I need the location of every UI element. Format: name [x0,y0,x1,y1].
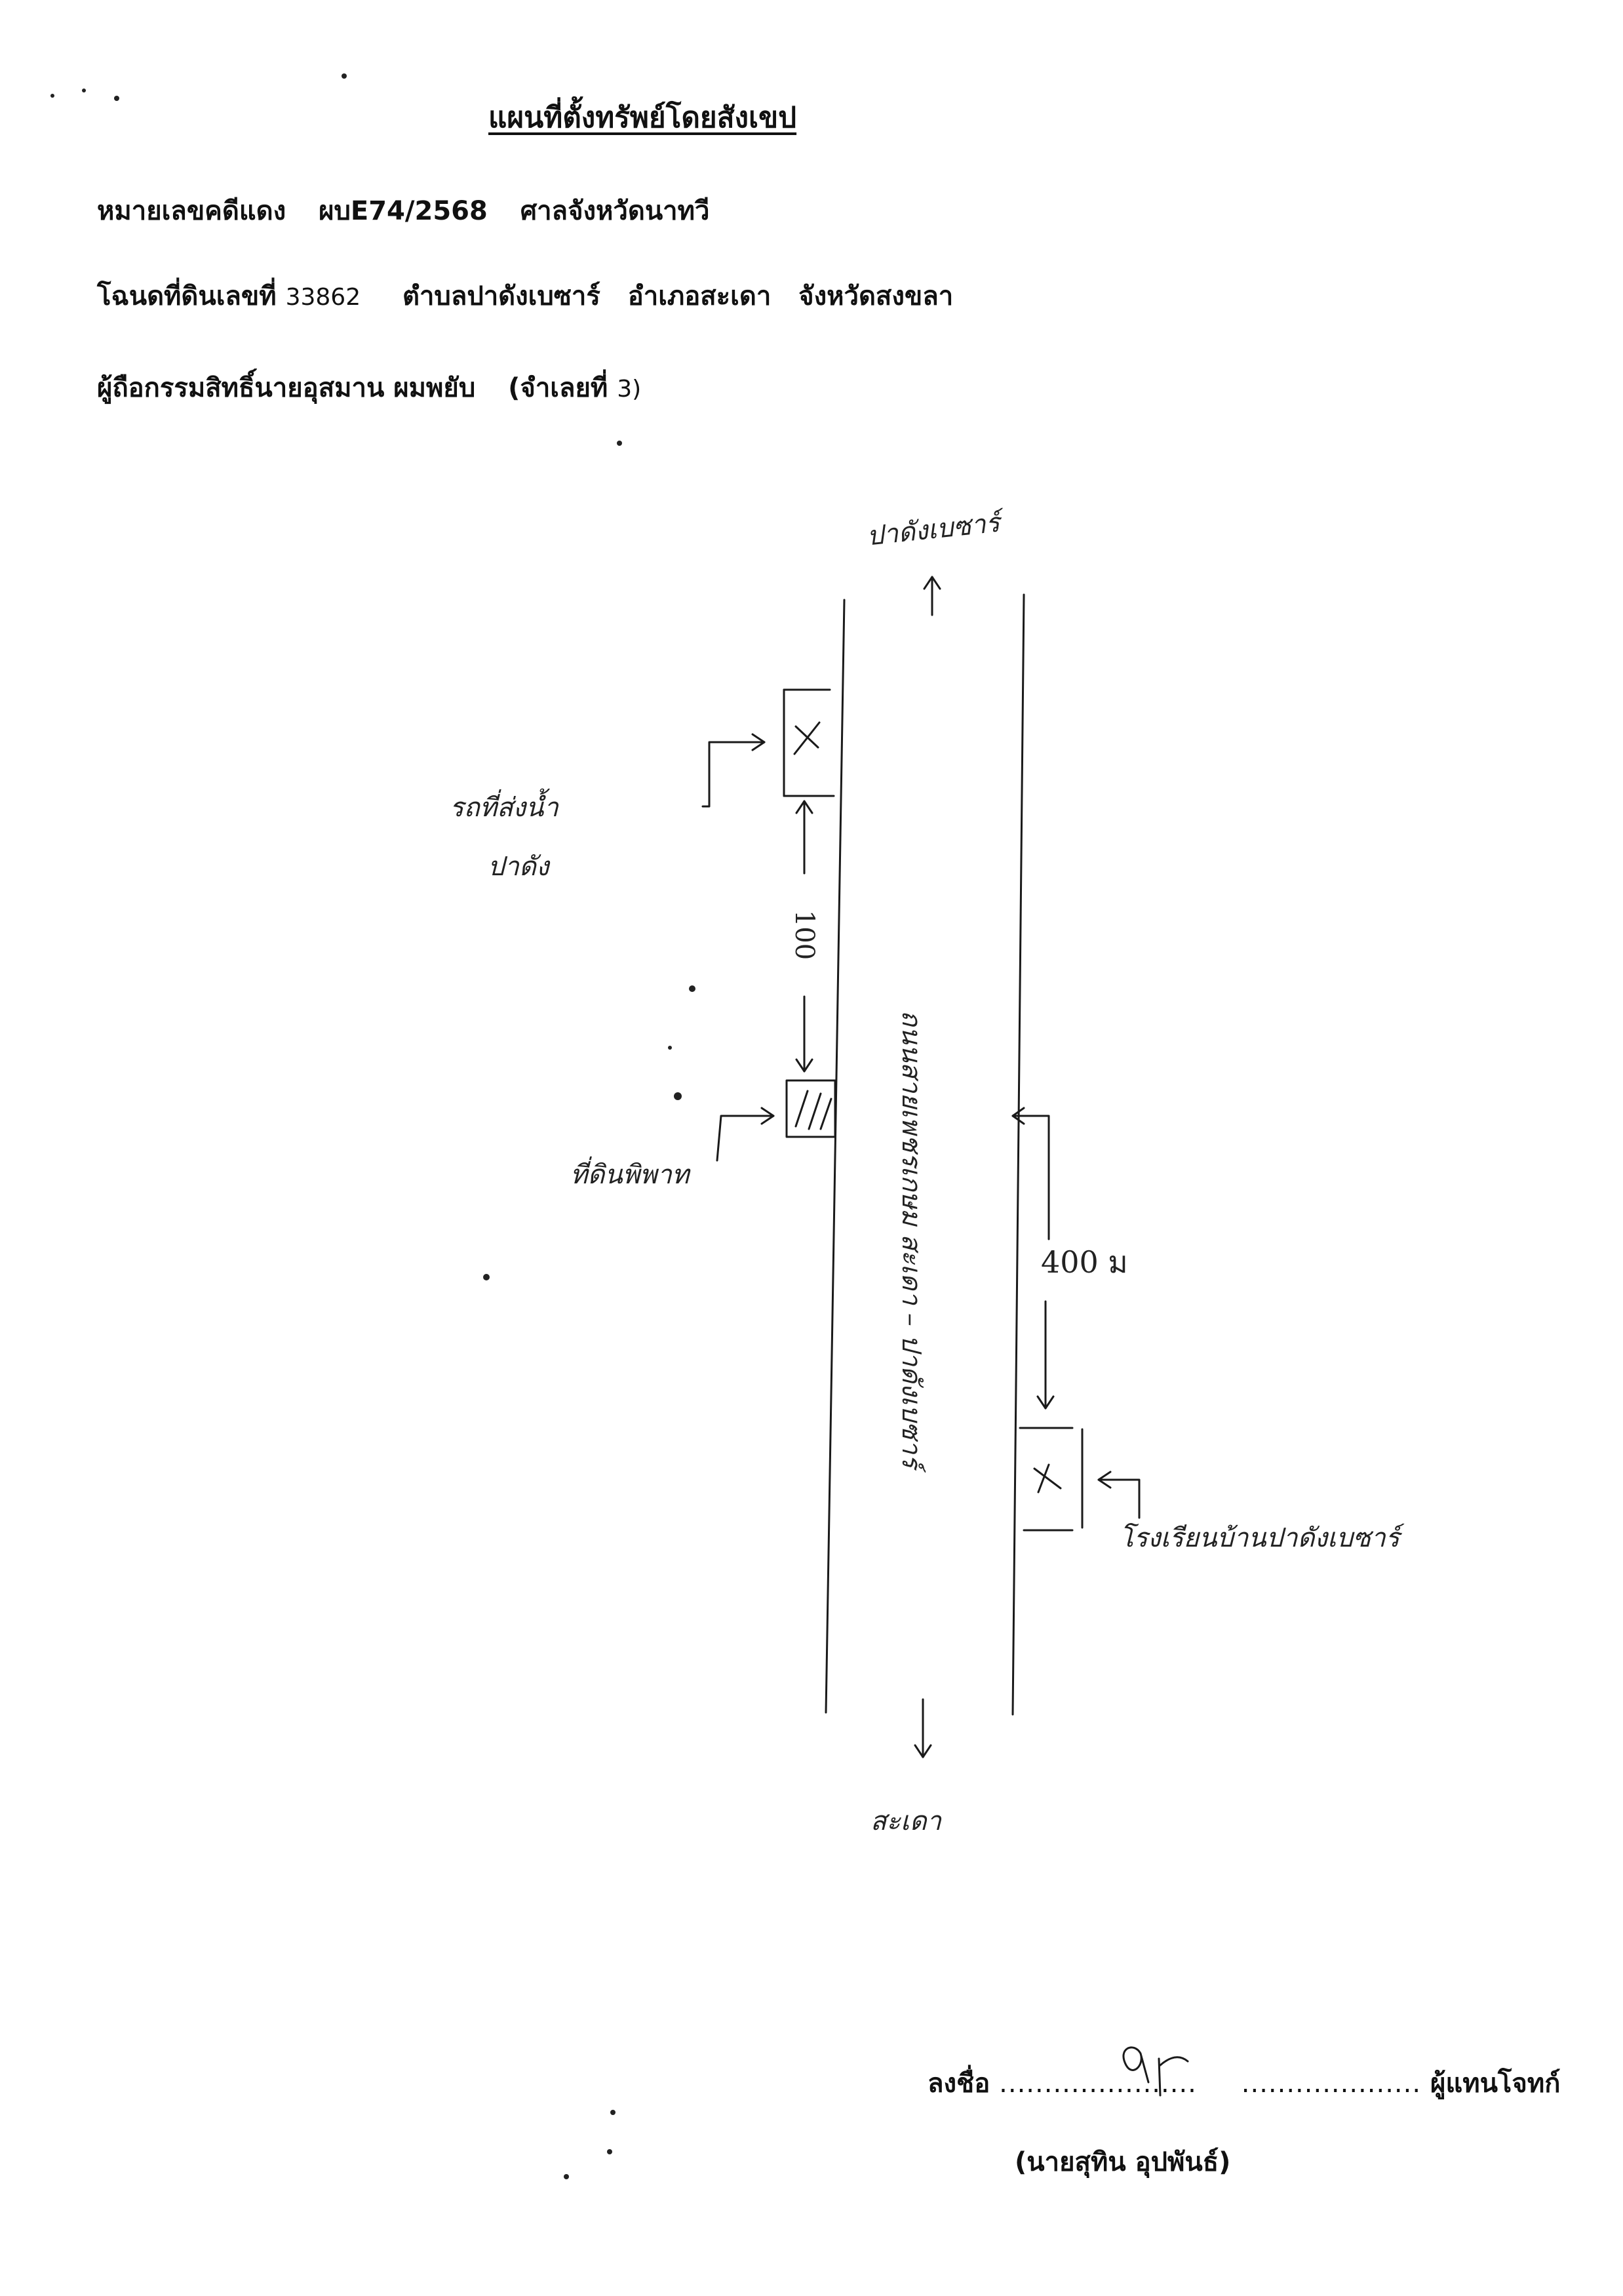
district: อำเภอสะเดา [627,281,772,311]
document-title: แผนที่ตั้งทรัพย์โดยสังเขป [488,101,797,134]
lot-note-prefix: (จำเลยที่ [508,373,608,403]
signature-label: ลงชื่อ [928,2068,990,2099]
court-name: ศาลจังหวัดนาทวี [520,196,710,226]
landmark-right-label: โรงเรียนบ้านปาดังเบซาร์ [1120,1523,1400,1553]
signature-dots-right: .................... [1241,2068,1422,2099]
signature-role: ผู้แทนโจทก์ [1430,2068,1561,2099]
south-direction-label: สะเดา [870,1806,942,1836]
owner-name: ผู้ถือกรรมสิทธิ์นายอุสมาน ผมพยับ [97,373,476,403]
landmark-top-label-1: รถที่ส่งน้ำ [450,793,558,823]
north-direction-label: ปาดังเบซาร์ [865,507,1002,552]
landmark-right-box [1019,1427,1084,1532]
signatory-name: (นายสุทิน อุปพันธ์) [1015,2147,1231,2177]
deed-line: โฉนดที่ดินเลขที่ 33862 ตำบลปาดังเบซาร์ อ… [97,283,953,309]
road-right-edge [1011,593,1025,1716]
landmark-top-box [783,688,835,797]
signature-line: ลงชื่อ ...................... ..........… [928,2070,1560,2097]
signature-dots-left: ...................... [999,2068,1197,2099]
subdistrict: ตำบลปาดังเบซาร์ [402,281,600,311]
case-number: ผบE74/2568 [319,196,488,226]
case-label: หมายเลขคดีแดง [97,196,286,226]
landmark-top-label-2: ปาดัง [488,852,549,882]
landmark-right-pointer [1097,1471,1141,1519]
case-number-line: หมายเลขคดีแดง ผบE74/2568 ศาลจังหวัดนาทวี [97,198,709,224]
road-name-label: ถนนสายเพชรเกษม สะเดา – ปาดังเบซาร์ [896,1010,926,1469]
landmark-top-pointer [701,733,766,808]
deed-number: 33862 [285,284,361,311]
property-pointer [716,1107,775,1162]
north-arrow [923,576,941,616]
province: จังหวัดสงขลา [798,281,954,311]
property-label: ที่ดินพิพาท [570,1160,690,1190]
property-box [785,1079,836,1138]
distance-100-label: 100 [789,909,819,960]
road-left-edge [825,599,846,1714]
south-arrow [914,1698,932,1758]
deed-label: โฉนดที่ดินเลขที่ [97,281,277,311]
lot-note-number: 3) [617,376,642,403]
distance-400-label: 400 ม [1041,1244,1128,1280]
owner-line: ผู้ถือกรรมสิทธิ์นายอุสมาน ผมพยับ (จำเลยท… [97,375,641,401]
